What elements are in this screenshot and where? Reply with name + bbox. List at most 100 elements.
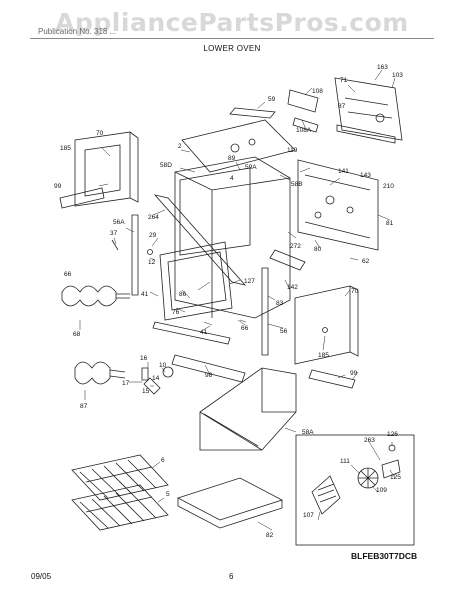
part-number-label: 62 [362,258,370,265]
part-number-label: 4 [230,175,234,182]
drawing-line [151,461,273,531]
part-number-label: 17 [122,380,130,387]
part-number-label: 70 [96,130,104,137]
drawing-line [147,249,153,255]
part-number-label: 263 [364,437,375,444]
part-number-label: 41 [200,329,208,336]
part-number-label: 111 [340,458,350,465]
part-number-label: 126 [387,431,398,438]
back-panel-71 [334,77,403,141]
part-number-label: 185 [318,352,329,359]
part-number-label: 127 [244,278,255,285]
part-number-label: 163 [377,64,388,71]
fan-shroud-107 [311,475,341,515]
part-number-label: 2 [178,143,182,150]
diagram-layer: 163 103 71 87 59 108 108A 119 141 143 21… [54,64,403,539]
part-number-label: 37 [110,230,118,237]
trim-56 [261,267,269,356]
fan-motor-263 [381,459,401,479]
part-number-label: 272 [290,243,301,250]
strip-142 [269,249,306,271]
drawing-line [317,483,337,503]
drawing-line [129,131,139,203]
rail-99 [59,187,105,209]
drawing-line [177,498,283,529]
drawing-line [322,289,359,381]
part-number-label: 71 [340,77,348,84]
drawing-line [358,468,378,488]
part-number-label: 109 [376,487,387,494]
part-number-label: 81 [386,220,394,227]
part-number-label: 87 [80,403,88,410]
part-number-label: 56A [113,219,125,226]
drawing-line [149,291,284,329]
drawing-line [325,195,335,205]
footer-page-number: 6 [229,572,234,581]
diagram-layer [79,69,396,531]
part-number-label: 12 [148,259,156,266]
part-number-label: 264 [148,214,159,221]
drawing-line [141,367,149,381]
drawing-line [179,167,251,256]
part-number-label: 99 [350,370,358,377]
bake-element-87 [74,361,111,385]
part-number-label: 70 [351,288,359,295]
drawing-line [199,368,296,451]
back-panel-detail [344,97,393,119]
drawing-line [143,377,161,395]
section-title: LOWER OVEN [203,44,261,53]
drawing-line [162,366,174,378]
drawing-line [375,113,385,123]
drawer-panel-82 [176,477,284,521]
part-number-label: 10 [159,362,167,369]
part-number-label: 14 [152,375,160,382]
part-number-label: 59 [268,96,276,103]
oven-cavity [174,156,291,319]
part-number-label: 107 [303,512,314,519]
drawing-line [79,459,157,499]
drawing-line [322,327,328,333]
part-number-label: 76 [172,309,180,316]
part-number-label: 56 [280,328,288,335]
diagram-layer [59,77,415,546]
bottom-pan-58A [199,367,297,451]
door-frame [159,241,233,321]
part-number-label: 143 [360,172,371,179]
drawing-line [113,209,166,261]
drawing-line [349,285,359,357]
part-number-label: 103 [392,72,403,79]
part-number-label: 16 [140,355,148,362]
part-number-label: 82 [266,532,274,539]
part-number-label: 59A [245,164,257,171]
oven-rack-lower [71,484,169,531]
part-number-label: 108A [296,127,312,134]
drawing-line [174,171,291,318]
drawing-line [116,293,130,299]
drawing-line [257,69,396,128]
drawing-line [111,239,119,251]
part-number-label: 58D [160,162,172,169]
part-number-label: 119 [287,147,298,154]
part-number-label: 68 [73,331,81,338]
part-number-label: 89 [228,155,236,162]
part-number-label: 142 [287,284,298,291]
bracket-108 [287,89,319,113]
watermark: AppliancePartsPros.com [55,8,409,37]
drawing-line [79,489,157,529]
oven-rack-upper [71,454,169,501]
drawing-line [98,147,241,187]
part-number-label: 83 [276,300,284,307]
drawing-line [248,138,256,146]
part-number-label: 29 [149,232,157,239]
drawing-line [84,364,346,433]
bracket-108A [292,117,319,133]
left-panel-70 [74,131,131,207]
drawing-line [317,439,396,521]
drawing-line [230,143,240,153]
part-number-label: 66 [241,325,249,332]
top-cover [181,119,296,173]
part-number-label: 66 [64,271,72,278]
frame-bar-264 [153,194,247,286]
drawing-line [109,369,126,379]
